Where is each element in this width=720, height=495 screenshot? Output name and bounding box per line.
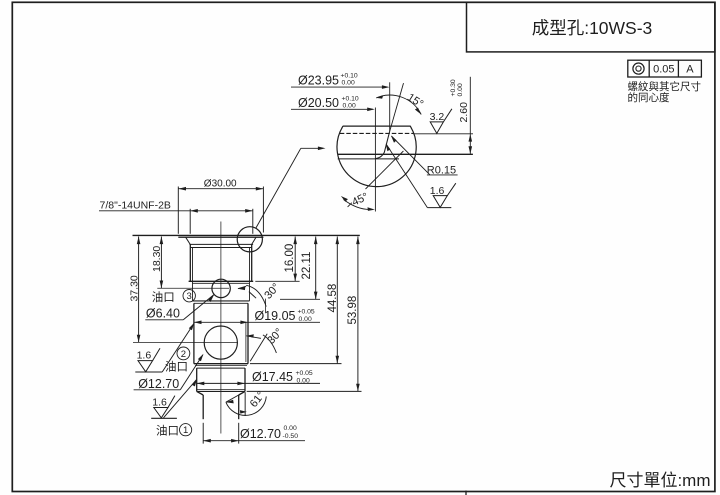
svg-text:16.00: 16.00: [284, 244, 296, 273]
svg-text:0.00: 0.00: [297, 377, 310, 384]
svg-text:油口: 油口: [152, 290, 175, 304]
svg-text:Ø20.50: Ø20.50: [298, 96, 339, 110]
svg-text:0.00: 0.00: [343, 102, 356, 109]
svg-text:0.05: 0.05: [653, 64, 674, 76]
svg-text:R0.15: R0.15: [427, 164, 456, 176]
svg-text:53.98: 53.98: [347, 296, 359, 325]
svg-text:+0.05: +0.05: [296, 370, 313, 377]
svg-text:37.30: 37.30: [128, 275, 140, 301]
svg-text:1: 1: [183, 425, 188, 436]
svg-text:+0.10: +0.10: [342, 95, 359, 102]
svg-text:1.6: 1.6: [137, 349, 152, 361]
svg-text:油口: 油口: [156, 424, 179, 438]
svg-text:尺寸單位:mm: 尺寸單位:mm: [609, 471, 710, 490]
svg-text:0.00: 0.00: [342, 79, 355, 86]
svg-text:0.00: 0.00: [299, 316, 312, 323]
svg-text:A: A: [686, 64, 694, 76]
svg-text:螺紋與其它尺寸: 螺紋與其它尺寸: [628, 80, 702, 93]
svg-text:Ø12.70: Ø12.70: [240, 427, 281, 441]
svg-text:+0.05: +0.05: [298, 309, 315, 316]
svg-text:Ø19.05: Ø19.05: [255, 309, 296, 323]
svg-text:的同心度: 的同心度: [628, 91, 670, 104]
svg-text:+0.30: +0.30: [450, 79, 457, 96]
svg-text:成型孔:10WS-3: 成型孔:10WS-3: [532, 18, 653, 38]
svg-text:3: 3: [187, 291, 192, 302]
svg-text:1.6: 1.6: [430, 185, 445, 197]
svg-text:Ø6.40: Ø6.40: [146, 307, 180, 321]
svg-text:7/8"-14UNF-2B: 7/8"-14UNF-2B: [100, 200, 171, 212]
svg-text:Ø23.95: Ø23.95: [298, 74, 339, 88]
svg-text:Ø30.00: Ø30.00: [204, 178, 237, 189]
svg-text:0.00: 0.00: [457, 83, 464, 96]
svg-text:0.00: 0.00: [284, 425, 297, 432]
svg-text:44.58: 44.58: [327, 284, 339, 313]
svg-text:2.60: 2.60: [458, 102, 470, 123]
svg-text:-0.50: -0.50: [283, 433, 299, 440]
svg-text:+0.10: +0.10: [341, 72, 358, 79]
svg-text:1.6: 1.6: [152, 396, 167, 408]
svg-text:2: 2: [181, 349, 186, 360]
svg-text:22.11: 22.11: [301, 252, 313, 280]
svg-text:Ø17.45: Ø17.45: [252, 370, 293, 384]
svg-text:18.30: 18.30: [151, 246, 163, 272]
svg-text:油口: 油口: [165, 359, 188, 373]
svg-text:Ø12.70: Ø12.70: [138, 377, 179, 391]
svg-text:3.2: 3.2: [430, 111, 445, 123]
